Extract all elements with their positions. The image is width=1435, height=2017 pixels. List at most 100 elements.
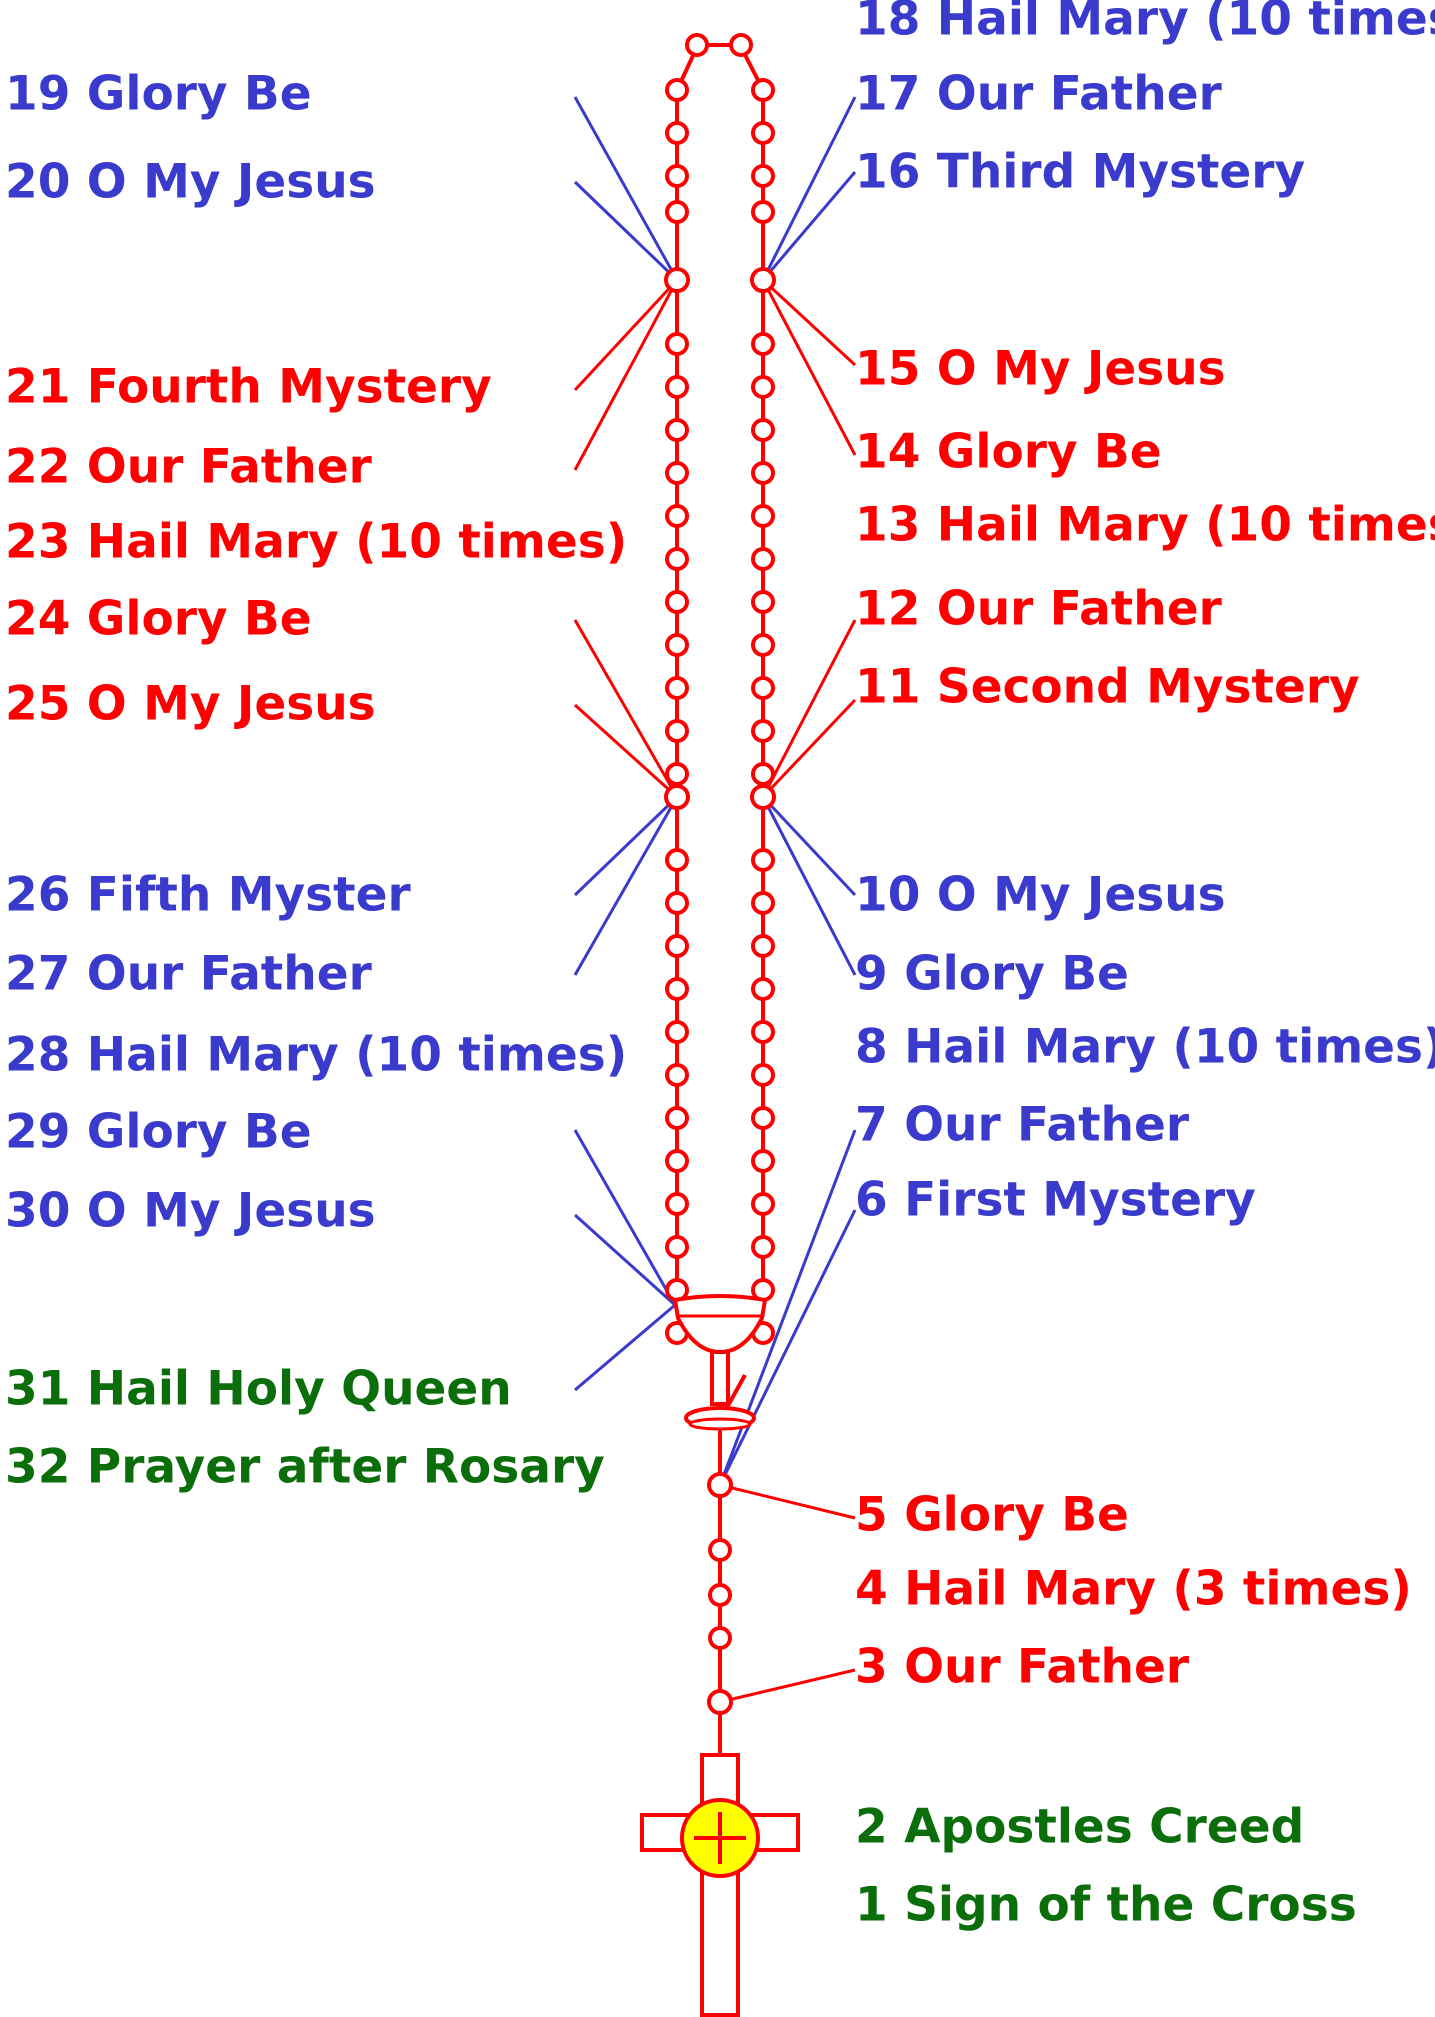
prayer-label-18: 18 Hail Mary (10 times): [855, 0, 1435, 47]
pointer-line: [761, 278, 857, 367]
pointer-line: [573, 279, 679, 471]
pointer-line: [761, 171, 857, 281]
hail-mary-bead: [751, 633, 775, 657]
pointer-line: [573, 1129, 677, 1306]
our-father-bead: [750, 267, 776, 293]
glory-be-bead: [707, 1472, 733, 1498]
pointer-line: [761, 96, 857, 281]
hail-mary-bead: [751, 719, 775, 743]
our-father-bead: [664, 784, 690, 810]
prayer-label-23: 23 Hail Mary (10 times): [5, 515, 627, 570]
hail-mary-bead: [751, 164, 775, 188]
prayer-label-12: 12 Our Father: [855, 582, 1223, 637]
pointer-lines: [573, 96, 857, 1704]
our-father-bead: [707, 1689, 733, 1715]
hail-mary-bead: [751, 891, 775, 915]
pointer-line: [761, 279, 857, 456]
chalice-foot: [688, 1417, 752, 1431]
prayer-label-24: 24 Glory Be: [5, 592, 312, 647]
prayer-label-26: 26 Fifth Myster: [5, 868, 411, 923]
hail-mary-bead: [665, 633, 689, 657]
prayer-label-31: 31 Hail Holy Queen: [5, 1362, 512, 1417]
hail-mary-bead: [665, 164, 689, 188]
hail-mary-bead: [665, 200, 689, 224]
hail-mary-bead: [751, 934, 775, 958]
prayer-label-15: 15 O My Jesus: [855, 342, 1226, 397]
pointer-line: [573, 619, 679, 798]
hail-mary-bead: [665, 762, 689, 786]
hail-mary-bead: [708, 1583, 732, 1607]
prayer-label-7: 7 Our Father: [855, 1098, 1190, 1153]
prayer-label-6: 6 First Mystery: [855, 1173, 1256, 1228]
hail-mary-bead: [751, 848, 775, 872]
hail-mary-bead: [665, 1020, 689, 1044]
hail-mary-bead: [751, 977, 775, 1001]
hail-mary-bead: [665, 504, 689, 528]
prayer-label-32: 32 Prayer after Rosary: [5, 1440, 605, 1495]
pointer-line: [761, 619, 857, 798]
hail-mary-bead: [751, 1149, 775, 1173]
hail-mary-bead: [751, 547, 775, 571]
hail-mary-bead: [665, 891, 689, 915]
hail-mary-bead: [665, 121, 689, 145]
hail-mary-bead: [665, 1192, 689, 1216]
prayer-label-28: 28 Hail Mary (10 times): [5, 1028, 627, 1083]
hail-mary-bead: [665, 78, 689, 102]
our-father-bead: [664, 267, 690, 293]
hail-mary-bead: [665, 934, 689, 958]
hail-mary-bead: [665, 977, 689, 1001]
prayer-label-19: 19 Glory Be: [5, 67, 312, 122]
hail-mary-bead: [751, 1106, 775, 1130]
hail-mary-bead: [751, 121, 775, 145]
hail-mary-bead: [708, 1626, 732, 1650]
crucifix-outline: [640, 1753, 800, 2017]
prayer-label-5: 5 Glory Be: [855, 1488, 1129, 1543]
hail-mary-bead: [708, 1538, 732, 1562]
hail-mary-bead: [665, 1235, 689, 1259]
prayer-label-9: 9 Glory Be: [855, 947, 1129, 1002]
prayer-label-21: 21 Fourth Mystery: [5, 360, 492, 415]
hail-mary-bead: [751, 332, 775, 356]
hail-mary-bead: [665, 332, 689, 356]
top-bead: [729, 33, 753, 57]
pointer-line: [719, 1668, 856, 1704]
pointer-line: [761, 796, 857, 976]
prayer-label-16: 16 Third Mystery: [855, 145, 1305, 200]
prayer-label-25: 25 O My Jesus: [5, 677, 376, 732]
pointer-line: [573, 795, 679, 897]
chalice-centerpiece: [672, 1294, 768, 1431]
prayer-label-10: 10 O My Jesus: [855, 868, 1226, 923]
hail-mary-bead: [751, 200, 775, 224]
pointer-line: [573, 180, 679, 282]
hail-mary-bead: [751, 1192, 775, 1216]
pointer-line: [718, 1209, 857, 1486]
prayer-label-3: 3 Our Father: [855, 1640, 1190, 1695]
prayer-label-14: 14 Glory Be: [855, 425, 1162, 480]
hail-mary-bead: [665, 590, 689, 614]
pointer-line: [574, 1303, 676, 1392]
hail-mary-bead: [751, 762, 775, 786]
pointer-line: [719, 1483, 856, 1520]
prayer-label-8: 8 Hail Mary (10 times): [855, 1020, 1435, 1075]
hail-mary-bead: [751, 461, 775, 485]
pointer-line: [573, 703, 679, 799]
prayer-label-20: 20 O My Jesus: [5, 155, 376, 210]
hail-mary-bead: [665, 461, 689, 485]
hail-mary-bead: [665, 848, 689, 872]
rosary-chain: [675, 43, 765, 1755]
hail-mary-bead: [665, 719, 689, 743]
our-father-bead: [750, 784, 776, 810]
pointer-line: [761, 795, 857, 897]
prayer-label-27: 27 Our Father: [5, 947, 373, 1002]
cross-icon: [640, 1753, 800, 2017]
hail-mary-bead: [751, 1020, 775, 1044]
pointer-line: [573, 278, 679, 392]
prayer-label-2: 2 Apostles Creed: [855, 1800, 1304, 1855]
hail-mary-bead: [665, 1106, 689, 1130]
pointer-line: [573, 796, 679, 976]
hail-mary-bead: [665, 1149, 689, 1173]
hail-mary-bead: [665, 547, 689, 571]
prayer-label-29: 29 Glory Be: [5, 1105, 312, 1160]
